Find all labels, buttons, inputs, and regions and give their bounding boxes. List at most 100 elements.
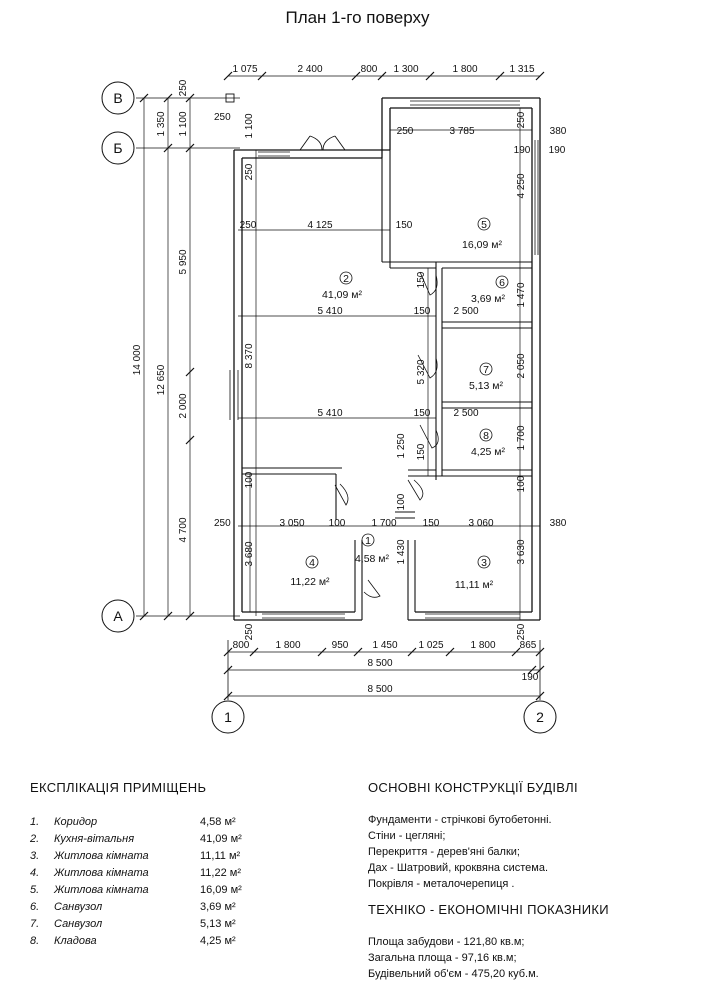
svg-text:2: 2 [343,273,349,285]
room-marker-7 [479,362,493,376]
grid-axes [136,97,541,700]
dim-i-380a: 380 [550,126,567,137]
axis-label-a: А [113,608,123,624]
dim-bot-5: 1 025 [418,640,443,651]
dim-i-250d: 250 [240,220,257,231]
dim-bot-total-inner: 8 500 [367,658,392,669]
axis-bubble-1: 1 [211,700,245,734]
dim-left-1100: 1 100 [178,111,189,136]
svg-text:3: 3 [481,557,487,569]
axis-bubble-v: В [101,81,135,115]
room-marker-3 [477,555,491,569]
dim-i-2500b: 2 500 [453,408,478,419]
dim-i-5410a: 5 410 [317,306,342,317]
dim-top-1: 1 075 [232,64,257,75]
dim-bot-1: 800 [233,640,250,651]
dim-i-5320: 5 320 [416,359,427,384]
room-marker-2 [339,271,353,285]
explication-heading: ЕКСПЛІКАЦІЯ ПРИМІЩЕНЬ [30,780,207,795]
dim-i-250b: 250 [244,163,255,180]
axis-bubble-a: А [101,599,135,633]
dim-i-190a: 190 [514,145,531,156]
dim-left-250: 250 [178,79,189,96]
dim-i-250g: 250 [244,623,255,640]
dim-bot-3: 950 [332,640,349,651]
room-area-7: 5,13 м² [469,380,504,392]
dim-i-1700b: 1 700 [371,518,396,529]
windows [229,100,539,619]
outer-walls [233,97,541,621]
dim-bot-4: 1 450 [372,640,397,651]
dim-i-2050: 2 050 [516,353,527,378]
dim-bot-2: 1 800 [275,640,300,651]
dimension-lines [143,75,540,697]
indicators-heading: ТЕХНІКО - ЕКОНОМІЧНІ ПОКАЗНИКИ [368,902,609,917]
page-title: План 1-го поверху [285,8,430,27]
dimension-texts: 1 075 2 400 800 1 300 1 800 1 315 800 1 … [132,64,567,695]
dim-left-1350: 1 350 [156,111,167,136]
dim-i-2500a: 2 500 [453,306,478,317]
dim-left-2000: 2 000 [178,393,189,418]
constructions-section: ОСНОВНІ КОНСТРУКЦІЇ БУДІВЛІ Фундаменти -… [368,780,688,890]
construction-item: Фундаменти - стрічкові бутобетонні. [368,814,552,826]
room-area-5: 16,09 м² [462,239,502,251]
entrance-door [299,135,346,151]
svg-text:7: 7 [483,364,489,376]
dim-i-150d: 150 [414,408,431,419]
dim-i-8370: 8 370 [244,343,255,368]
svg-text:8: 8 [483,430,489,442]
dim-i-100c: 100 [396,493,407,510]
dim-top-4: 1 300 [393,64,418,75]
room-marker-5 [477,217,491,231]
dim-i-250-r5: 250 [397,126,414,137]
room-area-1: 4,58 м² [355,553,390,565]
dim-i-3785: 3 785 [449,126,474,137]
svg-text:5: 5 [481,219,487,231]
room-labels [305,217,509,569]
dim-i-3680: 3 680 [244,541,255,566]
dim-top-2: 2 400 [297,64,322,75]
construction-item: Покрівля - металочерепиця . [368,878,515,890]
dim-left-5950: 5 950 [178,249,189,274]
dim-left-12650: 12 650 [156,364,167,395]
axis-label-v: В [113,90,122,106]
dim-i-150e: 150 [416,443,427,460]
axis-label-b: Б [113,140,122,156]
dim-i-3630: 3 630 [516,539,527,564]
axis-bubble-2: 2 [523,700,557,734]
room-area-3: 11,11 м² [455,579,494,591]
dim-bot-7: 865 [520,640,537,651]
indicator-item: Будівельний об'єм - 475,20 куб.м. [368,968,539,980]
indicators-section: ТЕХНІКО - ЕКОНОМІЧНІ ПОКАЗНИКИ Площа заб… [368,902,688,982]
dim-i-1430: 1 430 [396,539,407,564]
axis-label-1: 1 [224,709,232,725]
room-areas: 4,58 м² 41,09 м² 11,11 м² 11,22 м² 16,09… [290,239,505,591]
dim-left-4700: 4 700 [178,517,189,542]
dim-bot-total-outer: 8 500 [367,684,392,695]
interior-doors [334,271,439,598]
svg-text:6: 6 [499,277,505,289]
dim-i-380b: 380 [550,518,567,529]
room-numbers: 1 2 3 4 5 6 7 8 [309,219,505,569]
room-area-6: 3,69 м² [471,293,506,305]
indicator-item: Площа забудови - 121,80 кв.м; [368,936,525,948]
dim-top-6: 1 315 [509,64,534,75]
axis-bubble-b: Б [101,131,135,165]
dim-i-150b: 150 [416,271,427,288]
construction-item: Стіни - цегляні; [368,830,446,842]
dim-i-150a: 150 [396,220,413,231]
dim-top-5: 1 800 [452,64,477,75]
room-marker-4 [305,555,319,569]
dim-bot-190: 190 [522,672,539,683]
dim-i-1470: 1 470 [516,282,527,307]
indicator-item: Загальна площа - 97,16 кв.м; [368,952,517,964]
dim-i-3060: 3 060 [468,518,493,529]
room-marker-1 [361,533,375,547]
dim-i-4125: 4 125 [307,220,332,231]
dim-i-250f: 250 [214,518,231,529]
dim-i-190b: 190 [549,145,566,156]
construction-item: Перекриття - дерев'яні балки; [368,846,520,858]
svg-text:1: 1 [365,535,371,547]
interior-walls [242,150,532,620]
